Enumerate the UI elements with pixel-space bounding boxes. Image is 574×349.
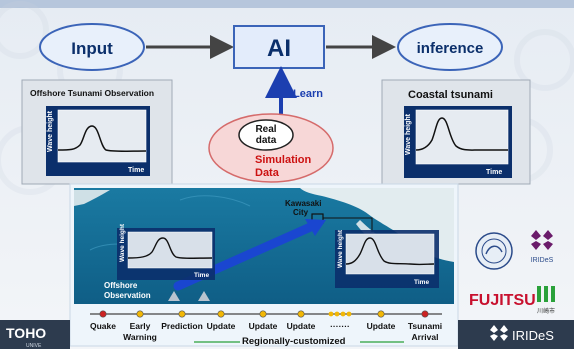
institute-seal-icon	[475, 232, 513, 270]
city-line2: City	[293, 208, 309, 217]
timeline-step-label: Quake	[90, 321, 116, 331]
irides-bottom-logo: IRIDeS	[458, 320, 574, 349]
offshore-observation-line2: Observation	[104, 291, 151, 300]
propagation-arrow-head	[305, 219, 326, 236]
timeline-ellipsis-dot	[340, 311, 346, 317]
timeline-step-label: Update	[287, 321, 316, 331]
timeline-step-label: Early	[130, 321, 151, 331]
simulation-line2: Data	[255, 167, 280, 179]
timeline-step-label: Update	[249, 321, 278, 331]
timeline-ellipsis-dot	[328, 311, 334, 317]
offshore-y-label: Wave height	[47, 110, 54, 152]
timeline-dot	[421, 310, 429, 318]
top-band	[0, 0, 574, 8]
input-ellipse	[39, 23, 145, 71]
coastal-x-label: Time	[486, 169, 502, 176]
timeline-dot	[297, 310, 305, 318]
coastal-title: Coastal tsunami	[408, 89, 493, 101]
timeline-step-label: Update	[207, 321, 236, 331]
timeline-step-label: Update	[367, 321, 396, 331]
ai-box	[233, 25, 325, 69]
map-offshore-y-label: Wave height	[119, 223, 126, 262]
irides-small-logo: IRIDeS	[531, 230, 554, 264]
map-offshore-x-label: Time	[194, 272, 209, 279]
buoy-marker-1	[168, 291, 180, 301]
inference-label: inference	[417, 40, 484, 57]
offshore-x-label: Time	[128, 167, 144, 174]
map-coastal-chart: Wave height Time	[335, 229, 439, 288]
timeline-dot	[99, 310, 107, 318]
input-label: Input	[71, 39, 113, 58]
buoy-marker-2	[198, 291, 210, 301]
city-connector	[323, 217, 373, 232]
real-data-oval	[238, 119, 294, 151]
timeline-dot	[136, 310, 144, 318]
map-coastal-y-label: Wave height	[337, 229, 344, 268]
timeline-ellipsis-dot	[334, 311, 340, 317]
timeline-ellipsis-dot	[346, 311, 352, 317]
offshore-observation-line1: Offshore	[104, 281, 138, 290]
timeline-step-label: Prediction	[161, 321, 203, 331]
tohoku-logo-text: TOHO	[6, 325, 46, 341]
irides-small-text: IRIDeS	[531, 257, 554, 264]
inference-ellipse	[397, 23, 503, 71]
city-line1: Kawasaki	[285, 199, 321, 208]
timeline-dot	[217, 310, 225, 318]
irides-bottom-text: IRIDeS	[512, 328, 554, 343]
timeline-step-label: ·······	[330, 321, 350, 331]
offshore-wave-chart: Wave height Time	[46, 106, 150, 176]
map-coastal-x-label: Time	[414, 279, 429, 286]
offshore-title: Offshore Tsunami Observation	[30, 88, 154, 98]
simulation-line1: Simulation	[255, 154, 312, 166]
tohoku-logo-band	[0, 320, 70, 349]
timeline-step-sublabel: Arrival	[412, 332, 439, 342]
timeline-step-label: Tsunami	[408, 321, 442, 331]
timeline-step-sublabel: Warning	[123, 332, 157, 342]
timeline-dot	[259, 310, 267, 318]
kawasaki-logo-text: 川崎市	[537, 307, 555, 315]
ai-label: AI	[267, 35, 291, 62]
kawasaki-logo: 川崎市	[537, 286, 555, 315]
timeline-dot	[377, 310, 385, 318]
real-data-line2: data	[256, 135, 277, 146]
real-data-line1: Real	[255, 124, 276, 135]
fujitsu-logo: FUJITSU	[469, 292, 536, 309]
coastal-y-label: Wave height	[405, 113, 412, 155]
coastal-wave-chart: Wave height Time	[404, 106, 512, 178]
learn-label: Learn	[293, 88, 323, 100]
map-offshore-chart: Wave height Time	[117, 223, 215, 280]
regional-label: Regionally-customized	[242, 336, 346, 347]
tohoku-logo-sub: UNIVE	[26, 343, 42, 349]
timeline-dot	[178, 310, 186, 318]
